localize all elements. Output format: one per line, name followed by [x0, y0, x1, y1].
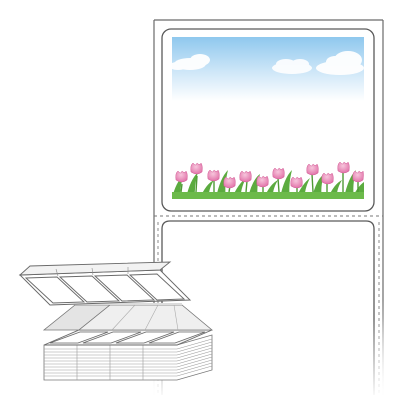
cloud-middle: [272, 59, 312, 74]
stack-sheets: [43, 334, 213, 381]
folded-sheet: [42, 303, 214, 331]
upper-sheet: [18, 261, 192, 306]
stack-top-face: [43, 329, 213, 346]
cloud-left: [169, 54, 210, 70]
fanfold-stack: [18, 261, 214, 381]
cloud-right: [316, 51, 364, 75]
tulip-flowers: [175, 161, 364, 189]
tulip-field: [172, 161, 364, 199]
label-artwork: [169, 37, 364, 199]
